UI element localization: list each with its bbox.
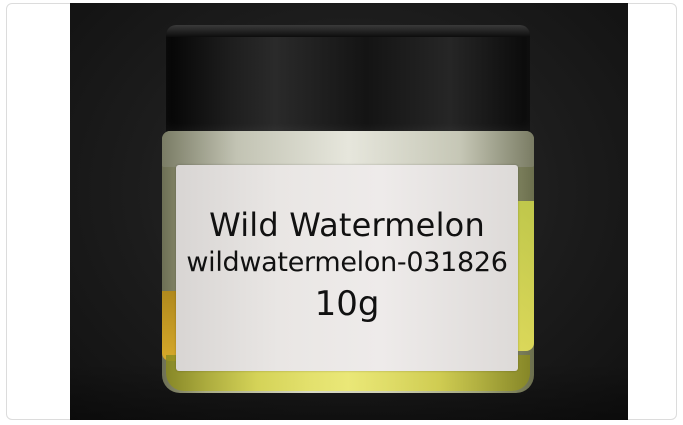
product-name: Wild Watermelon [209,206,485,244]
oil-left-edge [162,291,176,361]
jar-lid-top [166,25,530,37]
jar-label: Wild Watermelon wildwatermelon-031826 10… [176,165,518,371]
oil-right-edge [518,201,534,351]
glass-jar: Wild Watermelon wildwatermelon-031826 10… [162,131,534,393]
product-photo: Wild Watermelon wildwatermelon-031826 10… [70,3,628,420]
jar-lid [166,25,530,135]
jar-rim [162,131,534,167]
product-weight: 10g [314,284,380,324]
product-sku: wildwatermelon-031826 [186,247,508,278]
